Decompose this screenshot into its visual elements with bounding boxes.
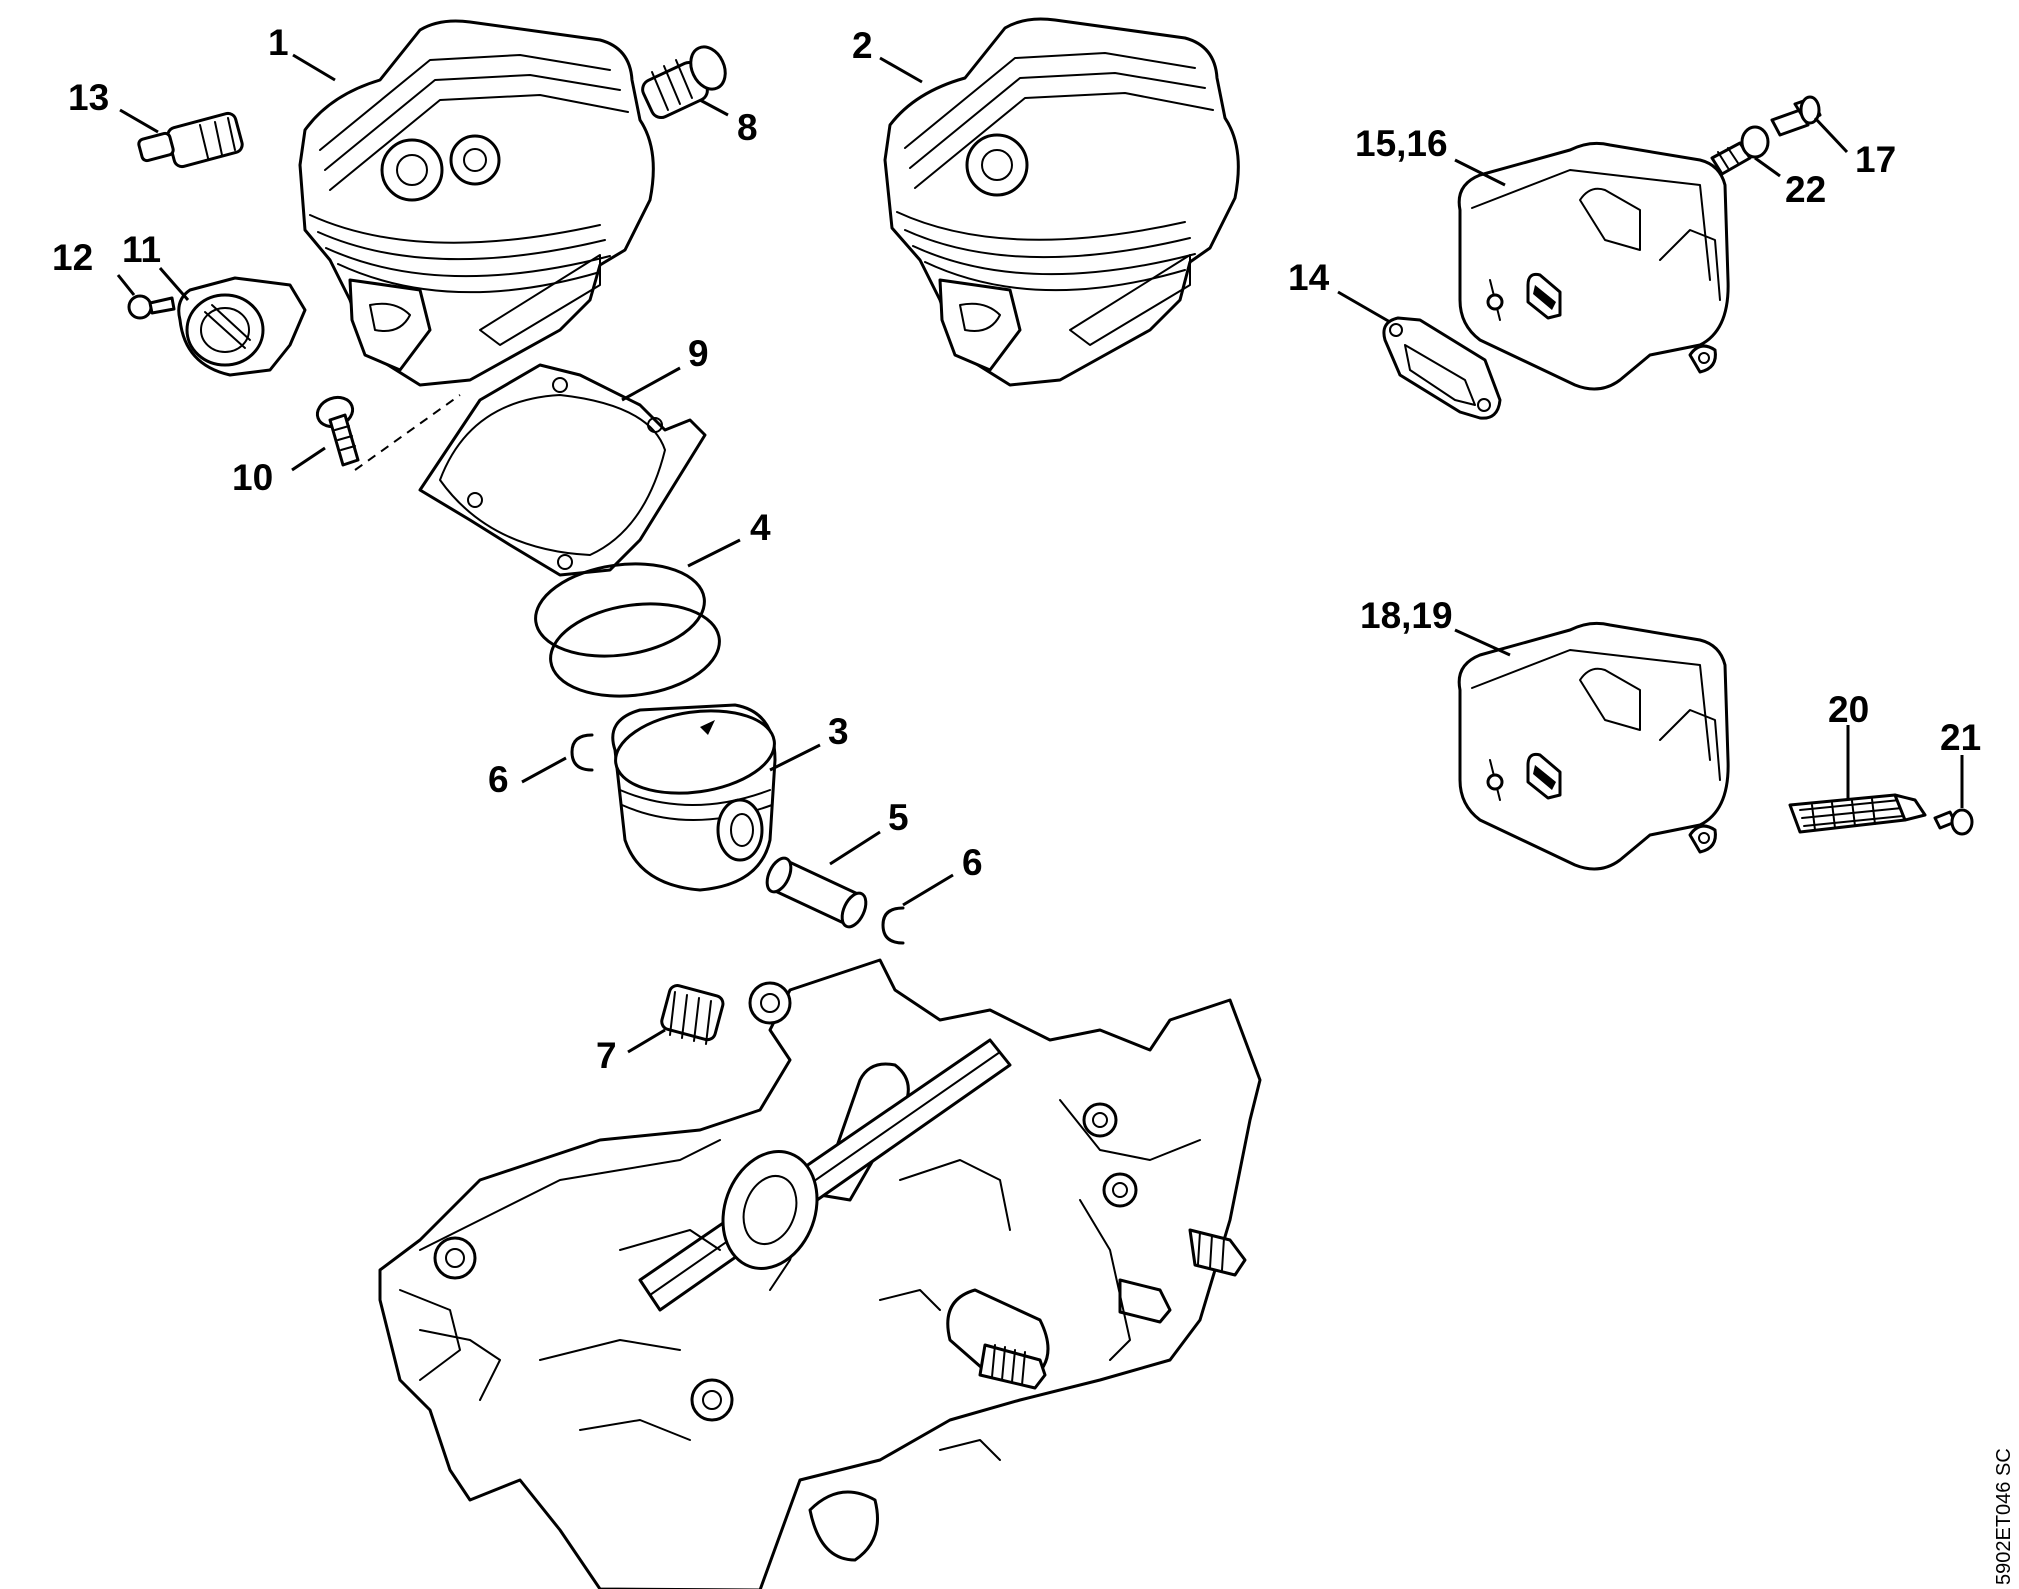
callout-11: 11 — [122, 229, 161, 270]
callout-3: 3 — [828, 711, 849, 752]
screw-part-22 — [1710, 125, 1770, 176]
callout-14: 14 — [1288, 257, 1330, 298]
callout-9: 9 — [688, 333, 709, 374]
piston-part-3 — [611, 703, 777, 892]
drawing-reference-code: 5902ET046 SC — [1993, 1448, 2015, 1585]
circlip-part-6-lower — [881, 906, 905, 945]
callout-13: 13 — [68, 77, 109, 118]
callout-20: 20 — [1828, 689, 1869, 730]
callout-17: 17 — [1855, 139, 1896, 180]
callout-12: 12 — [52, 237, 93, 278]
muffler-part-18-19 — [1457, 621, 1730, 871]
leader-lines — [116, 53, 1964, 1054]
piston-pin-part-5 — [765, 856, 868, 929]
intake-flange-part-11 — [177, 276, 307, 377]
callout-4: 4 — [750, 507, 771, 548]
screw-part-21 — [1933, 808, 1974, 836]
piston-rings-part-4 — [534, 562, 721, 698]
callout-2: 2 — [852, 25, 873, 66]
callout-8: 8 — [737, 107, 758, 148]
callout-labels: 1 2 3 4 5 6 6 7 8 9 10 11 12 13 14 15,16… — [52, 22, 1981, 1076]
callout-10: 10 — [232, 457, 273, 498]
callout-6-lower: 6 — [962, 842, 983, 883]
callout-22: 22 — [1785, 169, 1826, 210]
spark-arrestor-screen-part-20 — [1788, 793, 1927, 834]
screw-part-12 — [127, 294, 176, 320]
screw-part-17 — [1770, 95, 1822, 137]
callout-1: 1 — [268, 22, 289, 63]
needle-cage-part-7 — [660, 984, 725, 1045]
muffler-gasket-part-14 — [1382, 316, 1502, 420]
muffler-part-15-16 — [1457, 141, 1730, 391]
crankcase-assembly — [378, 958, 1262, 1589]
callout-21: 21 — [1940, 717, 1981, 758]
callout-6-upper: 6 — [488, 759, 509, 800]
callout-15-16: 15,16 — [1355, 123, 1448, 164]
circlip-part-6-upper — [570, 733, 594, 772]
decompression-valve-part-13 — [137, 111, 244, 169]
screw-part-10 — [315, 395, 360, 467]
cylinder-part-1 — [298, 19, 655, 387]
plug-part-8 — [641, 45, 727, 120]
callout-18-19: 18,19 — [1360, 595, 1453, 636]
cylinder-part-2 — [883, 17, 1240, 387]
callout-7: 7 — [596, 1035, 617, 1076]
assembly-dashed-line — [354, 394, 461, 471]
callout-5: 5 — [888, 797, 909, 838]
cylinder-gasket-part-9 — [418, 363, 707, 577]
